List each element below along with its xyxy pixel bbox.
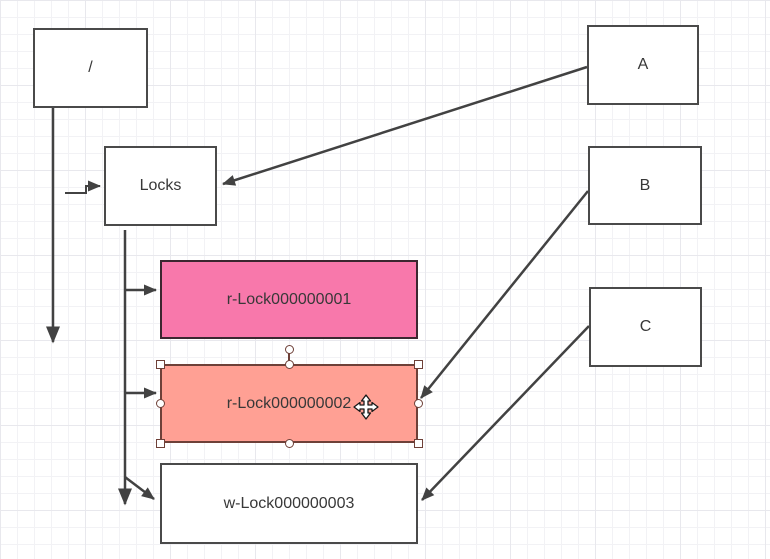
node-client-b[interactable]: B <box>588 146 702 225</box>
move-cursor <box>353 394 379 420</box>
rotate-handle-stem <box>288 353 290 363</box>
node-root-label: / <box>88 59 93 76</box>
node-locks-label: Locks <box>139 177 182 194</box>
resize-handle-ne[interactable] <box>413 359 423 369</box>
node-wlock3-label: w-Lock000000003 <box>223 494 355 512</box>
node-client-c[interactable]: C <box>589 287 702 367</box>
node-rlock1[interactable]: r-Lock000000001 <box>160 260 418 339</box>
node-locks[interactable]: Locks <box>104 146 217 226</box>
node-rlock1-label: r-Lock000000001 <box>226 290 352 308</box>
resize-handle-e[interactable] <box>413 399 423 408</box>
resize-handle-w[interactable] <box>155 399 165 408</box>
node-client-a-label: A <box>637 56 649 73</box>
node-rlock2[interactable]: r-Lock000000002 <box>160 364 418 443</box>
node-client-c-label: C <box>639 318 652 335</box>
edge-a-to-locks[interactable] <box>222 65 588 186</box>
node-rlock2-label: r-Lock000000002 <box>226 394 352 412</box>
resize-handle-nw[interactable] <box>155 359 165 369</box>
rotate-handle[interactable] <box>284 344 294 354</box>
node-root[interactable]: / <box>33 28 148 108</box>
node-client-b-label: B <box>639 176 651 194</box>
node-client-a[interactable]: A <box>587 25 699 105</box>
edge-c-to-wlock3[interactable] <box>421 325 590 501</box>
resize-handle-s[interactable] <box>284 438 294 448</box>
edge-fork-to-wlock3[interactable] <box>124 476 155 500</box>
edge-b-to-rlock2[interactable] <box>420 190 589 399</box>
resize-handle-n[interactable] <box>284 359 294 369</box>
resize-handle-sw[interactable] <box>155 438 165 448</box>
edge-into-locks[interactable] <box>65 180 101 194</box>
node-wlock3[interactable]: w-Lock000000003 <box>160 463 418 544</box>
resize-handle-se[interactable] <box>413 438 423 448</box>
